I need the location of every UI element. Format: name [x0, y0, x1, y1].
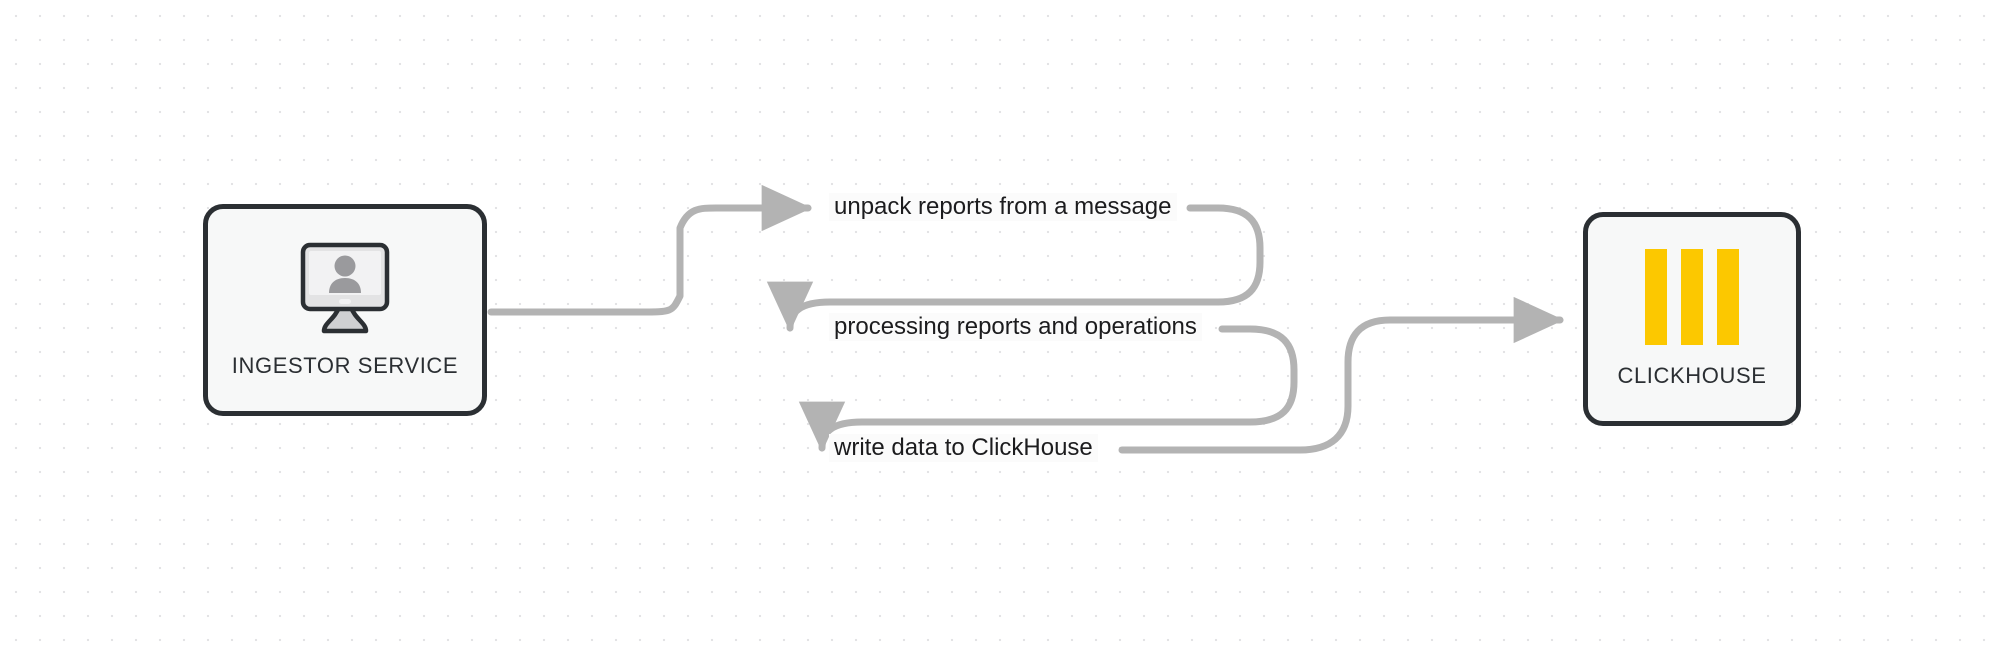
- edge-label-write-data: write data to ClickHouse: [829, 434, 1098, 462]
- clickhouse-bar-3: [1717, 249, 1739, 345]
- clickhouse-bar-2: [1681, 249, 1703, 345]
- edge-label-unpack-reports: unpack reports from a message: [829, 193, 1177, 221]
- edge-path-unpack-to-processing: [766, 204, 1264, 333]
- clickhouse-bar-1: [1645, 249, 1667, 345]
- clickhouse-bars-icon: [1645, 249, 1739, 345]
- node-label-ingestor-service: INGESTOR SERVICE: [231, 353, 459, 378]
- edge-label-processing-reports: processing reports and operations: [829, 313, 1202, 341]
- edge-path-processing-to-write: [798, 325, 1298, 453]
- node-label-clickhouse: CLICKHOUSE: [1617, 363, 1767, 388]
- edge-path-write-to-clickhouse: [1118, 296, 1565, 454]
- edge-path-ingestor-to-unpack: [487, 184, 813, 316]
- node-clickhouse[interactable]: CLICKHOUSE: [1583, 212, 1801, 426]
- monitor-user-icon: [291, 241, 399, 337]
- node-ingestor-service[interactable]: INGESTOR SERVICE: [203, 204, 487, 416]
